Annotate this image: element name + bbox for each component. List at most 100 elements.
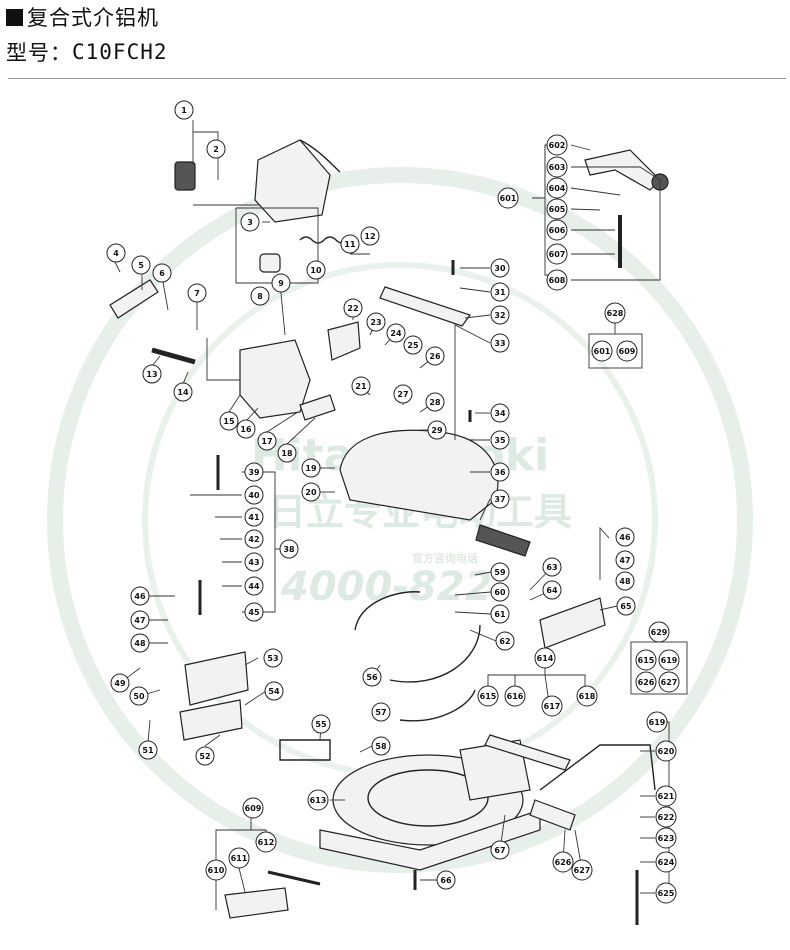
callout-63: 63: [542, 557, 562, 577]
callout-45: 45: [244, 602, 264, 622]
leader-13: [151, 355, 161, 367]
leader-32: [464, 314, 491, 319]
leader-62: [469, 629, 497, 642]
callout-circle: [546, 243, 568, 265]
callout-49: 49: [110, 673, 130, 693]
callout-47: 47: [615, 550, 635, 570]
leader-54: [244, 690, 267, 706]
callout-circle: [616, 340, 638, 362]
callout-circle: [591, 340, 613, 362]
callout-628: 628: [604, 302, 626, 324]
callout-circle: [635, 671, 657, 693]
callout-circle: [244, 485, 264, 505]
lever-handle-shape: [109, 279, 159, 319]
callout-24: 24: [386, 323, 406, 343]
callout-label: 36: [494, 468, 506, 477]
leader-15: [228, 394, 241, 413]
callout-label: 63: [546, 563, 557, 572]
callout-circle: [301, 482, 321, 502]
callout-circle: [497, 187, 519, 209]
leader-605: [570, 208, 601, 211]
callout-label: 618: [579, 692, 596, 701]
callout-circle: [604, 302, 626, 324]
title-row: 复合式介铝机: [6, 0, 168, 34]
callout-circle: [504, 685, 526, 707]
callout-circle: [244, 552, 264, 572]
callout-6: 6: [152, 263, 172, 283]
callout-circle: [343, 298, 363, 318]
callout-label: 604: [549, 184, 566, 193]
callout-circle: [244, 576, 264, 596]
callout-label: 58: [375, 742, 387, 751]
callout-label: 616: [507, 692, 524, 701]
header-divider: [8, 78, 786, 79]
callout-circle: [477, 685, 499, 707]
callout-circle: [366, 312, 386, 332]
stop-block-shape: [529, 799, 576, 831]
callout-circle: [195, 746, 215, 766]
callout-601-alt-3: 601: [591, 340, 613, 362]
callout-circle: [615, 527, 635, 547]
square-bullet-icon: [6, 8, 23, 26]
callout-circle: [131, 255, 151, 275]
callout-label: 50: [133, 692, 145, 701]
callout-circle: [658, 649, 680, 671]
callout-609: 609: [242, 797, 264, 819]
callout-circle: [311, 714, 331, 734]
watermark-small: 官方咨询电话: [412, 551, 478, 565]
callout-circle: [490, 305, 510, 325]
callout-51: 51: [138, 740, 158, 760]
callout-label: 608: [549, 276, 566, 285]
holder-shape: [224, 887, 289, 919]
callout-16: 16: [236, 419, 256, 439]
lower-guard-arc-1: [354, 591, 421, 631]
callout-circle: [490, 489, 510, 509]
callout-23: 23: [366, 312, 386, 332]
callout-label: 11: [344, 240, 356, 249]
callout-circle: [174, 100, 194, 120]
group-628-box: [588, 333, 643, 369]
callout-44: 44: [244, 576, 264, 596]
callout-label: 41: [248, 513, 260, 522]
callout-label: 610: [208, 866, 225, 875]
callout-label: 33: [494, 339, 505, 348]
leader-1-2: [192, 120, 219, 140]
callout-61: 61: [490, 604, 510, 624]
callout-label: 26: [429, 352, 441, 361]
callout-label: 42: [248, 535, 259, 544]
callout-label: 47: [134, 616, 145, 625]
callout-54: 54: [264, 681, 284, 701]
callout-label: 23: [370, 318, 381, 327]
callout-622: 622: [655, 806, 677, 828]
callout-label: 49: [114, 679, 126, 688]
callout-612: 612: [255, 831, 277, 853]
callout-621: 621: [655, 785, 677, 807]
callout-label: 613: [310, 796, 327, 805]
callout-label: 39: [248, 468, 260, 477]
lower-guard-arc-3: [399, 689, 476, 722]
callout-label: 619: [649, 718, 666, 727]
callout-circle: [340, 234, 360, 254]
callout-label: 54: [268, 687, 280, 696]
callout-label: 609: [619, 347, 636, 356]
callout-circle: [152, 263, 172, 283]
callout-label: 43: [248, 558, 259, 567]
callout-65: 65: [616, 596, 636, 616]
callout-circle: [130, 586, 150, 606]
callout-616: 616: [504, 685, 526, 707]
watermark-phone: 4000-822-: [280, 564, 509, 610]
callout-circle: [242, 797, 264, 819]
callout-611: 611: [228, 847, 250, 869]
callout-626: 626: [552, 851, 574, 873]
callout-26: 26: [425, 346, 445, 366]
callout-circle: [110, 673, 130, 693]
callout-607: 607: [546, 243, 568, 265]
callout-label: 13: [146, 370, 157, 379]
leader-60: [454, 591, 492, 596]
leader-16: [245, 407, 259, 422]
callout-613: 613: [307, 789, 329, 811]
callout-circle: [490, 282, 510, 302]
callout-label: 62: [499, 637, 510, 646]
callout-label: 64: [546, 586, 558, 595]
callout-label: 609: [245, 804, 262, 813]
